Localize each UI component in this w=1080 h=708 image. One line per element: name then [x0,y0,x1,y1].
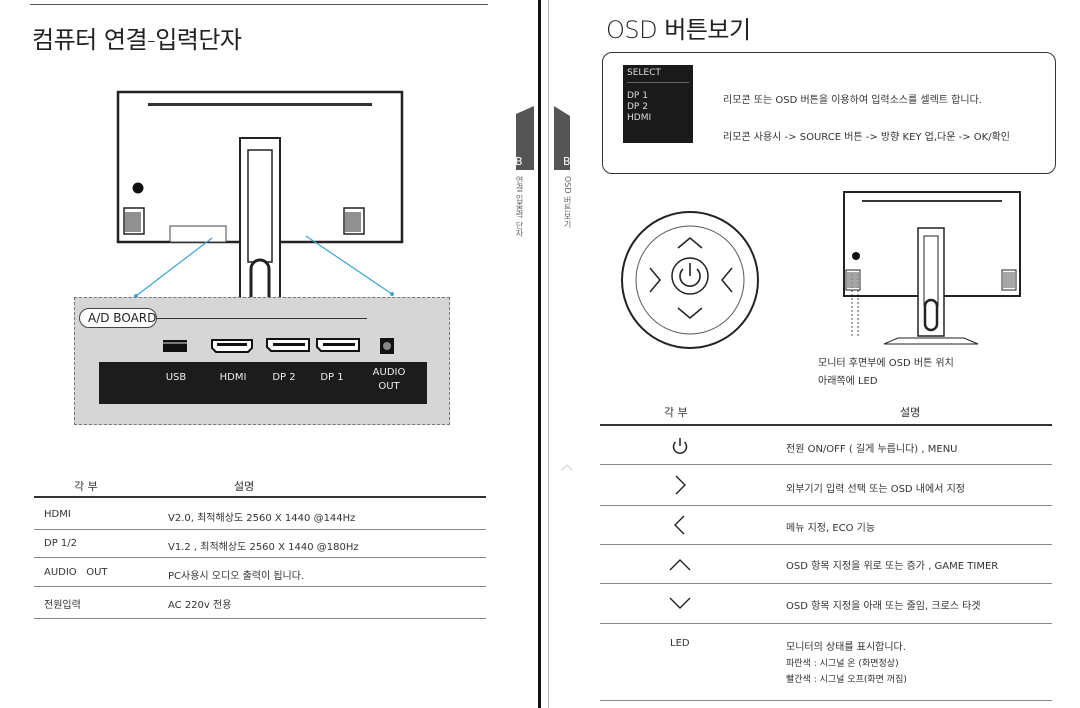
right-row-2-rule [600,505,1052,506]
power-icon [672,438,688,454]
select-item-dp2: DP 2 [627,102,648,112]
left-page-title: 컴퓨터 연결-입력단자 [32,26,242,54]
right-table-header-part: 각 부 [664,406,688,419]
left-row-2-desc: V1.2 , 최적해상도 2560 X 1440 @180Hz [168,542,359,553]
select-item-dp1: DP 1 [627,91,648,101]
right-row-1-rule [600,464,1052,465]
left-table-header-part: 각 부 [74,480,98,493]
left-row-2-rule [34,557,486,558]
right-page-title: OSD 버튼보기 [606,16,751,44]
select-osd-panel: SELECT DP 1 DP 2 HDMI [623,65,693,143]
page-spine [538,0,541,708]
right-row-5-rule [600,623,1052,624]
left-table-header-desc: 설명 [234,480,255,493]
led-label: LED [670,638,690,649]
joystick-down-icon [677,307,703,319]
joystick-right-icon [649,267,661,293]
left-row-3-part: AUDIO OUT [44,567,108,578]
source-info-line-2: 리모콘 사용시 -> SOURCE 버튼 -> 방향 KEY 업,다운 -> O… [723,132,1010,143]
osd-joystick-illustration [621,211,759,349]
chevron-up-icon [669,559,691,571]
osd-caption-line-1: 모니터 후면부에 OSD 버튼 위치 [818,358,954,369]
right-row-4-desc: OSD 항목 지정을 위로 또는 증가 , GAME TIMER [786,561,999,572]
left-row-3-rule [34,586,486,587]
led-line-2: 파란색 : 시그널 온 (화면정상) [786,659,899,669]
right-table-header-rule [600,424,1052,426]
select-item-hdmi: HDMI [627,113,652,123]
right-tab-text: OSD 버튼보기 [563,176,572,229]
left-row-3-desc: PC사용시 오디오 출력이 됩니다. [168,571,305,582]
left-row-1-rule [34,529,486,530]
source-select-box: SELECT DP 1 DP 2 HDMI 리모콘 또는 OSD 버튼을 이용하… [602,52,1056,174]
left-tab-letter: B [515,155,523,168]
port-label-usb: USB [165,372,187,383]
chevron-down-icon [669,597,691,609]
right-row-5-desc: OSD 항목 지정을 아래 또는 줄임, 크로스 타겟 [786,601,981,612]
port-label-bar: USB HDMI DP 2 DP 1 AUDIO OUT [99,362,427,404]
chevron-right-icon [675,475,686,495]
page-spine-shadow [548,0,549,708]
board-label: A/D BOARD [79,308,157,328]
left-row-1-desc: V2.0, 최적해상도 2560 X 1440 @144Hz [168,513,356,524]
faint-up-mark [561,464,573,476]
right-row-3-desc: 메뉴 지정, ECO 기능 [786,523,876,534]
port-label-audio-out: AUDIO OUT [372,367,406,392]
right-row-1-desc: 전원 ON/OFF ( 길게 누릅니다) , MENU [786,444,958,455]
monitor-rear-osd-illustration [843,191,1021,345]
osd-caption-line-2: 아래쪽에 LED [818,376,878,387]
port-label-dp1: DP 1 [320,372,344,383]
right-table-header-desc: 설명 [900,406,921,419]
left-top-rule [30,4,488,5]
left-row-4-part: 전원입력 [44,600,81,611]
port-icons [163,338,394,354]
left-row-2-part: DP 1/2 [44,538,78,549]
left-tab-text: 연결 입출력 단자 [515,176,524,238]
board-label-leader [157,318,367,319]
section-tab-shapes [516,106,570,170]
usb-port-icon [163,340,187,352]
port-label-hdmi: HDMI [219,372,247,383]
left-row-4-rule [34,618,486,619]
source-info-line-1: 리모콘 또는 OSD 버튼을 이용하여 입력소스를 셀렉트 합니다. [723,95,982,106]
left-row-1-part: HDMI [44,509,71,520]
right-row-4-rule [600,583,1052,584]
right-row-3-rule [600,544,1052,545]
led-line-1: 모니터의 상태를 표시합니다. [786,642,906,653]
port-label-dp2: DP 2 [272,372,296,383]
right-row-led-rule [600,700,1052,701]
led-line-3: 빨간색 : 시그널 오프(화면 꺼짐) [786,675,907,685]
joystick-up-icon [677,237,703,249]
right-row-2-desc: 외부기기 입력 선택 또는 OSD 내에서 지정 [786,484,965,495]
chevron-left-icon [674,515,685,535]
joystick-left-icon [721,267,733,293]
right-tab-letter: B [563,155,571,168]
left-table-header-rule [34,496,486,498]
left-row-4-desc: AC 220v 전용 [168,600,232,611]
select-panel-header: SELECT [627,68,689,83]
ad-board-panel: A/D BOARD USB HDMI DP 2 DP 1 AUDIO OUT [74,297,450,425]
